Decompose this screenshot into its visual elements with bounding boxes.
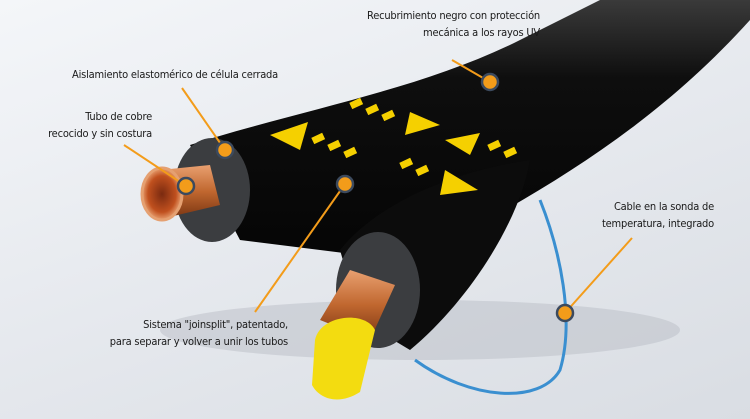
callout-text: Recubrimiento negro con protección <box>367 9 540 22</box>
callout-text: Aislamiento elastomérico de célula cerra… <box>72 68 279 81</box>
joinsplit-arrows <box>270 97 518 195</box>
callout-text: temperatura, integrado <box>601 217 714 230</box>
callout-text: para separar y volver a unir los tubos <box>109 335 288 348</box>
callout-insulation: Aislamiento elastomérico de célula cerra… <box>72 66 278 83</box>
sensor-cable <box>414 199 568 395</box>
yellow-cap <box>312 317 375 400</box>
callout-copper: Tubo de cobre recocido y sin costura <box>48 108 152 142</box>
callout-dot-insulation <box>215 140 235 160</box>
callout-coating: Recubrimiento negro con protección mecán… <box>367 7 540 41</box>
copper-pipe-end <box>140 166 184 222</box>
callout-text: Sistema "joinsplit", patentado, <box>143 318 288 331</box>
callout-dot-cable <box>555 303 575 323</box>
callout-dot-copper <box>176 176 196 196</box>
callout-dot-joinsplit <box>335 174 355 194</box>
callout-text: recocido y sin costura <box>48 127 152 140</box>
callout-text: Tubo de cobre <box>85 110 152 123</box>
callout-text: mecánica a los rayos UV <box>423 26 540 39</box>
leader-lines <box>123 59 633 314</box>
callout-text: Cable en la sonda de <box>613 200 714 213</box>
outer-coating <box>190 0 750 260</box>
callout-dot-coating <box>480 72 500 92</box>
callout-joinsplit: Sistema "joinsplit", patentado, para sep… <box>110 316 288 350</box>
callout-cable: Cable en la sonda de temperatura, integr… <box>602 198 714 232</box>
